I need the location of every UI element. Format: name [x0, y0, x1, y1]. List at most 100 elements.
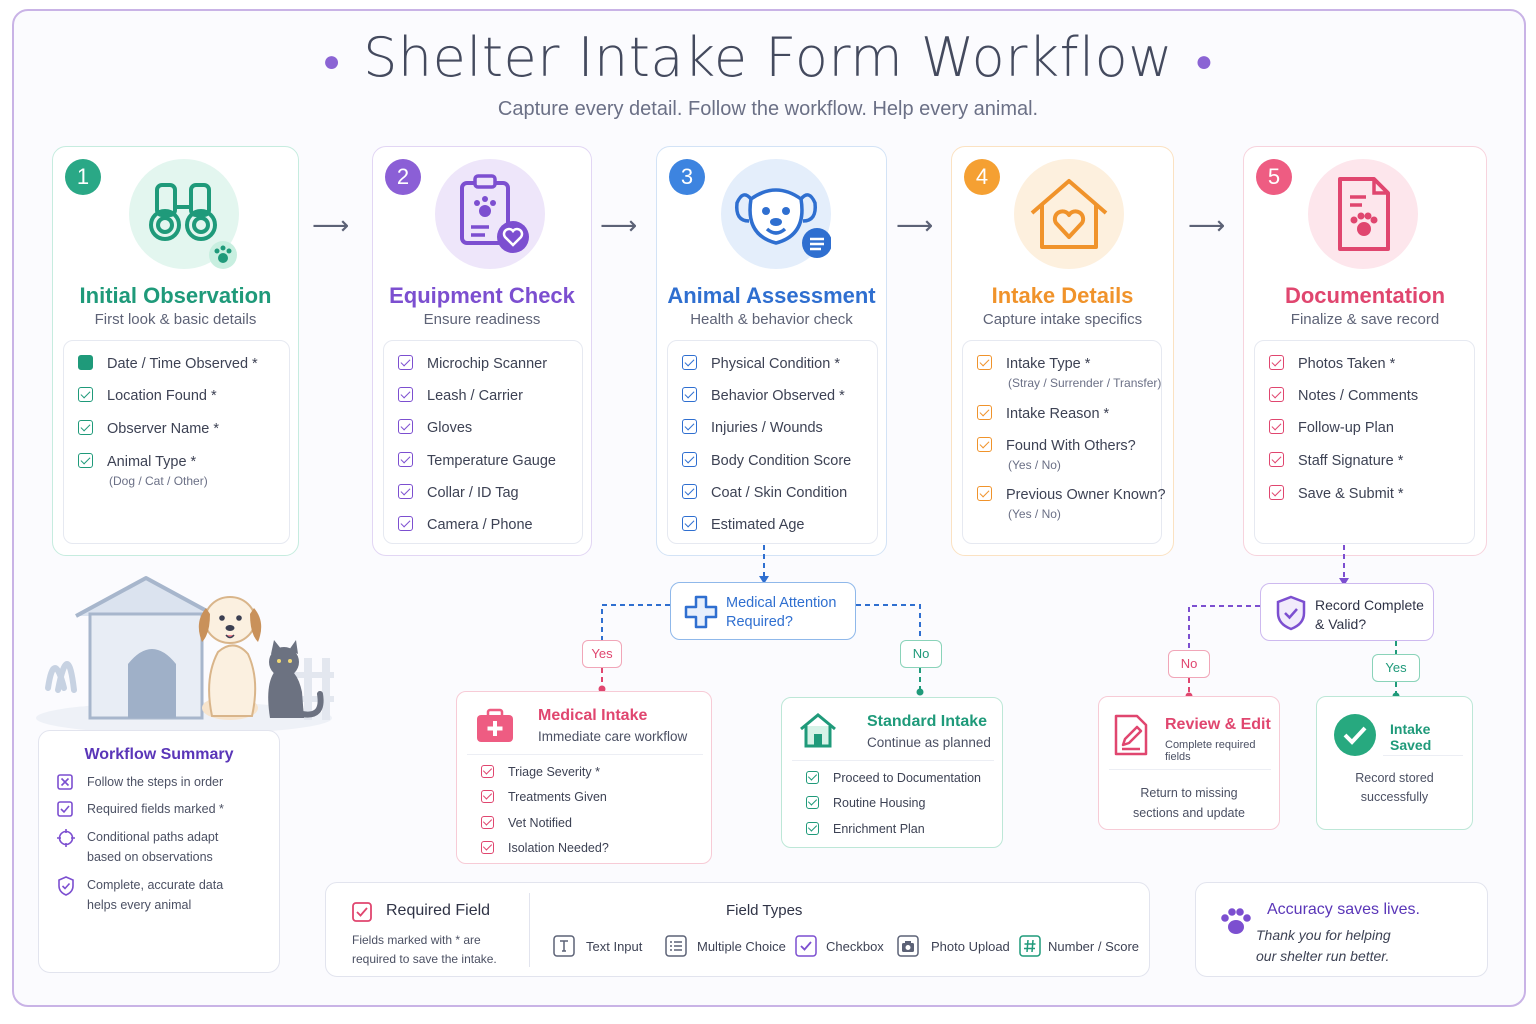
shield-check-icon — [1276, 595, 1306, 631]
step-subtitle: Capture intake specifics — [982, 311, 1143, 328]
document-paw-icon — [1308, 159, 1418, 269]
checklist-item[interactable]: Notes / Comments — [1269, 387, 1418, 404]
step-card-initial-observation: 1 Initial Observation First look & basic… — [52, 146, 299, 556]
dog-face-icon — [721, 159, 831, 269]
step-card-documentation: 5 Documentation Finalize & save record P… — [1243, 146, 1487, 556]
step-checklist: Microchip Scanner Leash / Carrier Gloves… — [383, 340, 583, 544]
step-subtitle: First look & basic details — [94, 311, 257, 328]
step-card-animal-assessment: 3 Animal Assessment Health & behavior ch… — [656, 146, 887, 556]
house-icon — [800, 713, 836, 748]
step-checklist: Intake Type *(Stray / Surrender / Transf… — [962, 340, 1166, 544]
checklist-item[interactable]: Found With Others?(Yes / No) — [977, 437, 1136, 472]
quote-title: Accuracy saves lives. — [1267, 901, 1420, 918]
checklist-item[interactable]: Proceed to Documentation — [806, 771, 981, 785]
checklist-item[interactable]: Intake Type *(Stray / Surrender / Transf… — [977, 355, 1161, 390]
camera-icon — [897, 935, 919, 957]
checklist-item[interactable]: Vet Notified — [481, 816, 572, 830]
checklist-item[interactable]: Animal Type *(Dog / Cat / Other) — [78, 453, 208, 488]
checklist-item[interactable]: Routine Housing — [806, 796, 925, 810]
no-branch-label: No — [1168, 650, 1210, 678]
field-type-label: Number / Score — [1048, 939, 1140, 954]
checklist-item[interactable]: Microchip Scanner — [398, 355, 547, 372]
field-type-label: Photo Upload — [931, 939, 1010, 954]
review-edit-card: Review & Edit Complete required fields R… — [1098, 696, 1280, 830]
checklist-item[interactable]: Physical Condition * — [682, 355, 840, 372]
binoculars-icon — [129, 159, 239, 269]
step-number-badge: 4 — [964, 159, 1000, 195]
outcome-title: Review & Edit — [1165, 716, 1271, 733]
flow-arrow: ⟶ — [312, 210, 350, 240]
page-title: ●Shelter Intake Form Workflow● — [322, 26, 1214, 89]
checklist-item[interactable]: Behavior Observed * — [682, 387, 845, 404]
step-checklist: Photos Taken * Notes / Comments Follow-u… — [1254, 340, 1475, 544]
checklist-item[interactable]: Temperature Gauge — [398, 452, 556, 469]
checklist-item[interactable]: Triage Severity * — [481, 765, 600, 779]
step-checklist: Physical Condition * Behavior Observed *… — [667, 340, 878, 544]
first-aid-kit-icon — [477, 708, 513, 742]
summary-title: Workflow Summary — [84, 746, 234, 763]
step-number-badge: 5 — [1256, 159, 1292, 195]
step-subtitle: Finalize & save record — [1290, 311, 1440, 328]
checkbox-icon — [795, 935, 817, 957]
step-number-badge: 1 — [65, 159, 101, 195]
paw-icon — [1221, 908, 1251, 934]
checklist-item[interactable]: Save & Submit * — [1269, 485, 1404, 502]
checklist-item[interactable]: Isolation Needed? — [481, 841, 609, 855]
step-card-equipment-check: 2 Equipment Check Ensure readiness Micro… — [372, 146, 592, 556]
crosshair-icon — [57, 829, 75, 847]
checklist-item[interactable]: Photos Taken * — [1269, 355, 1395, 372]
divider — [467, 754, 703, 755]
shield-check-icon — [58, 876, 74, 896]
outcome-title: Standard Intake — [867, 713, 988, 730]
checklist-item[interactable]: Observer Name * — [78, 420, 219, 437]
checklist-item[interactable]: Estimated Age — [682, 516, 805, 533]
checklist-item[interactable]: Previous Owner Known?(Yes / No) — [977, 486, 1166, 521]
outcome-subtitle: Complete required fields — [1165, 739, 1256, 763]
workflow-summary-panel: Workflow Summary Follow the steps in ord… — [38, 730, 280, 973]
paw-icon: ● — [1194, 43, 1214, 79]
no-branch-label: No — [900, 640, 942, 668]
checklist-item[interactable]: Injuries / Wounds — [682, 419, 823, 436]
checklist-item[interactable]: Coat / Skin Condition — [682, 484, 847, 501]
record-complete-decision: Record Complete& Valid? — [1260, 583, 1434, 641]
step-number-badge: 2 — [385, 159, 421, 195]
clipboard-icon — [435, 159, 545, 269]
checklist-item[interactable]: Leash / Carrier — [398, 387, 523, 404]
edit-document-icon — [1114, 714, 1148, 756]
accuracy-quote-panel: Accuracy saves lives. Thank you for help… — [1195, 882, 1488, 977]
x-box-icon — [57, 774, 73, 790]
checklist-item[interactable]: Staff Signature * — [1269, 452, 1403, 469]
checklist-item[interactable]: Date / Time Observed * — [78, 355, 258, 372]
checkbox-icon — [57, 801, 73, 817]
checklist-item[interactable]: Treatments Given — [481, 790, 607, 804]
divider — [1109, 769, 1271, 770]
flow-arrow: ⟶ — [1188, 210, 1226, 240]
checklist-item[interactable]: Location Found * — [78, 387, 217, 404]
required-checkbox-icon — [352, 902, 372, 922]
step-title: Documentation — [1284, 283, 1446, 308]
divider — [1383, 755, 1463, 756]
text-input-icon — [553, 935, 575, 957]
checklist-item[interactable]: Camera / Phone — [398, 516, 533, 533]
medical-intake-card: Medical Intake Immediate care workflow T… — [456, 691, 712, 864]
checklist-item[interactable]: Collar / ID Tag — [398, 484, 519, 501]
yes-branch-label: Yes — [1372, 654, 1420, 682]
flow-arrow: ⟶ — [896, 210, 934, 240]
summary-item: Required fields marked * — [87, 802, 224, 816]
step-subtitle: Ensure readiness — [423, 311, 541, 328]
number-hash-icon — [1019, 935, 1041, 957]
checklist-item[interactable]: Intake Reason * — [977, 405, 1109, 422]
standard-intake-card: Standard Intake Continue as planned Proc… — [781, 697, 1003, 848]
checklist-item[interactable]: Enrichment Plan — [806, 822, 925, 836]
required-field-title: Required Field — [386, 902, 491, 919]
checklist-item[interactable]: Gloves — [398, 419, 472, 436]
checklist-item[interactable]: Follow-up Plan — [1269, 419, 1394, 436]
checklist-item[interactable]: Body Condition Score — [682, 452, 851, 469]
